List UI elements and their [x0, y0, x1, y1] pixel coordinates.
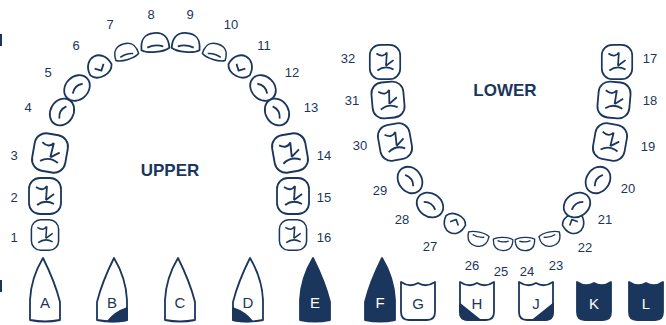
- tooth-number: 30: [353, 139, 367, 152]
- profile-letter: H: [472, 296, 483, 311]
- tooth-number: 4: [24, 101, 31, 114]
- upper-arch: [29, 32, 310, 250]
- tooth-number: 21: [598, 213, 612, 226]
- tooth-number: 26: [465, 259, 479, 272]
- profile: [97, 258, 127, 322]
- profile: [629, 282, 663, 320]
- tooth: [29, 178, 61, 214]
- tooth-number: 15: [317, 191, 331, 204]
- profile: [577, 282, 611, 320]
- profile-letter: G: [412, 296, 424, 311]
- tooth: [376, 121, 414, 162]
- profile: [460, 282, 494, 320]
- tooth-number: 28: [395, 213, 409, 226]
- edge-mark: [0, 34, 2, 292]
- profile: [165, 258, 195, 322]
- tooth-number: 27: [423, 240, 437, 253]
- tooth-number: 29: [373, 184, 387, 197]
- tooth-number: 13: [304, 101, 318, 114]
- tooth: [493, 237, 513, 251]
- profile: [233, 258, 263, 322]
- tooth-number: 2: [10, 191, 17, 204]
- tooth-number: 5: [44, 66, 51, 79]
- tooth: [393, 162, 428, 198]
- tooth-number: 12: [285, 66, 299, 79]
- tooth: [559, 188, 595, 223]
- tooth: [112, 41, 139, 63]
- tooth-number: 11: [257, 39, 271, 52]
- tooth-number: 3: [10, 149, 17, 162]
- tooth-number: 7: [106, 18, 113, 31]
- tooth: [225, 51, 256, 81]
- tooth: [515, 237, 535, 251]
- profile: [365, 258, 395, 322]
- profile-letter: C: [175, 295, 186, 310]
- tooth-number: 32: [341, 52, 355, 65]
- tooth: [277, 178, 309, 214]
- tooth-number: 1: [10, 231, 17, 244]
- tooth-profiles: [30, 258, 663, 322]
- tooth-number: 19: [641, 140, 655, 153]
- profile-letter: E: [310, 295, 320, 310]
- lower-arch: [370, 45, 632, 251]
- tooth: [31, 220, 58, 251]
- tooth: [412, 188, 448, 223]
- profile: [300, 258, 330, 322]
- profile-letter: B: [107, 295, 117, 310]
- tooth: [440, 210, 468, 237]
- profile-letter: K: [589, 296, 599, 311]
- tooth: [596, 81, 631, 120]
- arch-label: UPPER: [141, 162, 200, 179]
- profile: [519, 282, 553, 320]
- tooth: [30, 131, 70, 174]
- tooth-number: 6: [72, 39, 79, 52]
- tooth-number: 24: [520, 265, 534, 278]
- tooth-number: 10: [224, 18, 238, 31]
- tooth: [538, 230, 562, 249]
- profile-letter: F: [375, 295, 384, 310]
- tooth: [260, 94, 294, 130]
- tooth-number: 17: [643, 52, 657, 65]
- tooth-number: 23: [549, 259, 563, 272]
- tooth-number: 31: [345, 94, 359, 107]
- tooth: [279, 220, 306, 251]
- profile: [30, 258, 60, 322]
- tooth: [370, 45, 400, 79]
- profile-letter: L: [642, 296, 650, 311]
- tooth-number: 8: [147, 8, 154, 21]
- tooth: [466, 230, 490, 249]
- arch-label: LOWER: [473, 82, 536, 99]
- tooth-number: 18: [643, 94, 657, 107]
- tooth-number: 9: [186, 8, 193, 21]
- tooth-number: 16: [317, 231, 331, 244]
- profile-letter: D: [243, 295, 254, 310]
- tooth: [602, 45, 632, 79]
- tooth-number: 14: [317, 149, 331, 162]
- tooth: [202, 41, 229, 63]
- tooth: [581, 162, 616, 198]
- profile-letter: J: [532, 296, 540, 311]
- profile: [401, 282, 435, 320]
- tooth: [171, 32, 201, 53]
- tooth: [370, 81, 405, 120]
- tooth: [591, 121, 629, 162]
- tooth: [140, 32, 170, 53]
- tooth: [270, 131, 310, 174]
- tooth-number: 25: [494, 265, 508, 278]
- tooth: [83, 51, 114, 81]
- profile-letter: A: [40, 295, 50, 310]
- tooth-number: 20: [621, 182, 635, 195]
- tooth-number: 22: [578, 241, 592, 254]
